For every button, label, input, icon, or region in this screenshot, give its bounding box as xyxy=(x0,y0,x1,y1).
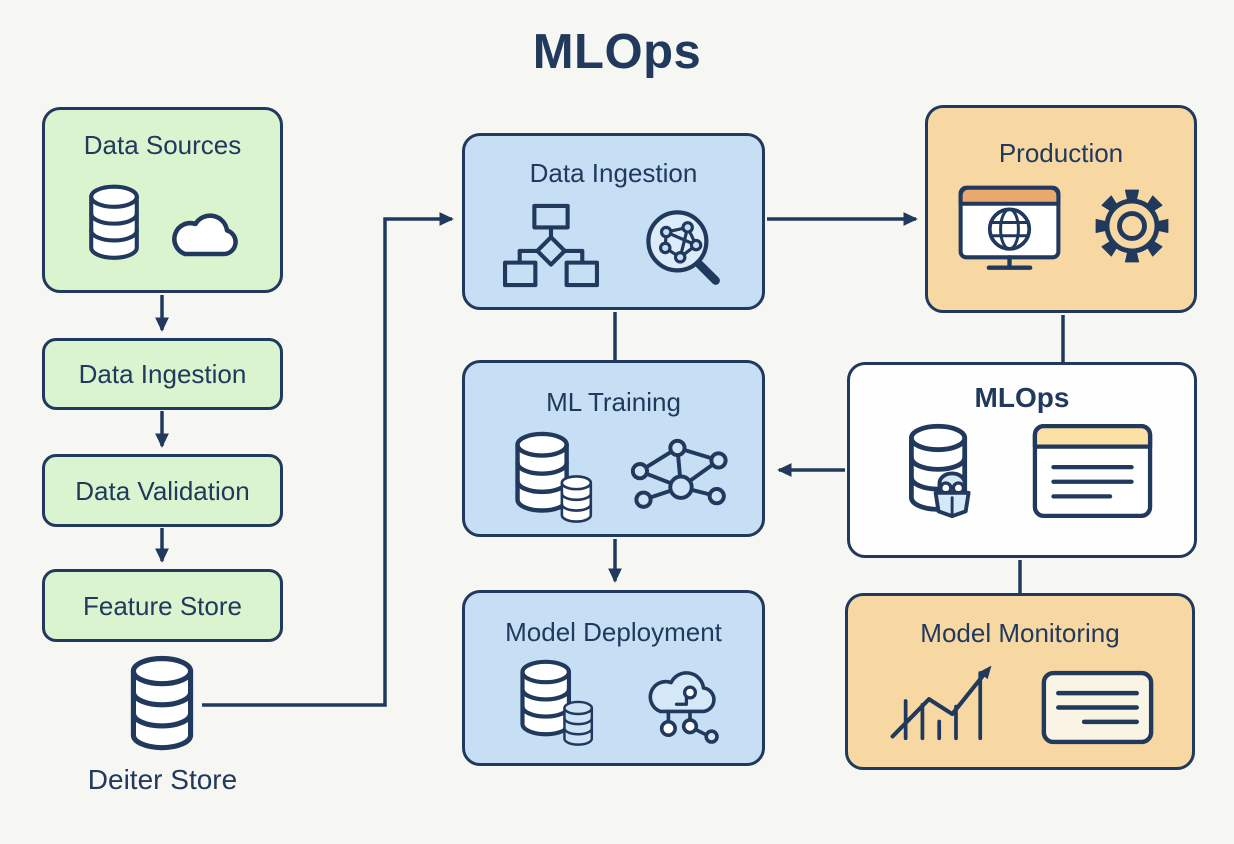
data-ingestion-label: Data Ingestion xyxy=(529,158,698,188)
database-icon xyxy=(122,655,202,758)
trend-chart-icon xyxy=(887,658,997,744)
data-ingestion-left-label: Data Ingestion xyxy=(78,359,247,389)
model-deployment-label: Model Deployment xyxy=(505,617,722,647)
neural-network-icon xyxy=(631,437,731,516)
browser-globe-icon xyxy=(953,184,1066,278)
network-magnifier-icon xyxy=(640,204,726,290)
data-validation-label: Data Validation xyxy=(75,475,250,506)
data-ingestion-left-box: Data Ingestion xyxy=(42,338,283,410)
data-ingestion-icons xyxy=(502,202,726,290)
ml-training-label: ML Training xyxy=(546,387,681,417)
model-monitoring-icons xyxy=(887,658,1154,745)
document-card-icon xyxy=(1032,423,1153,519)
deiter-store-label: Deiter Store xyxy=(87,764,238,795)
data-ingestion-box: Data Ingestion xyxy=(462,133,765,310)
database-icon xyxy=(82,184,146,266)
ml-training-icons xyxy=(496,431,731,524)
production-box: Production xyxy=(925,105,1197,313)
cloud-nodes-icon xyxy=(636,659,726,744)
production-label: Production xyxy=(998,138,1124,168)
database-stack-icon xyxy=(502,659,594,747)
mlops-icons xyxy=(891,423,1153,522)
model-monitoring-label: Model Monitoring xyxy=(920,618,1120,648)
ml-training-box: ML Training xyxy=(462,360,765,537)
mlops-label: MLOps xyxy=(974,382,1070,413)
mlops-box: MLOps xyxy=(847,362,1197,558)
database-stack-icon xyxy=(496,431,593,524)
model-deployment-box: Model Deployment xyxy=(462,590,765,766)
model-deployment-icons xyxy=(502,659,726,747)
data-sources-icons xyxy=(82,184,244,266)
flowchart-icon xyxy=(502,202,600,290)
report-card-icon xyxy=(1041,670,1154,745)
data-validation-box: Data Validation xyxy=(42,454,283,527)
feature-store-label: Feature Store xyxy=(83,590,242,621)
database-robot-icon xyxy=(891,423,988,522)
cloud-icon xyxy=(166,203,244,259)
data-sources-box: Data Sources xyxy=(42,107,283,293)
data-sources-label: Data Sources xyxy=(83,130,242,160)
feature-store-box: Feature Store xyxy=(42,569,283,642)
page-title: MLOps xyxy=(532,25,702,79)
model-monitoring-box: Model Monitoring xyxy=(845,593,1195,770)
production-icons xyxy=(953,184,1170,278)
gear-icon xyxy=(1094,188,1170,264)
